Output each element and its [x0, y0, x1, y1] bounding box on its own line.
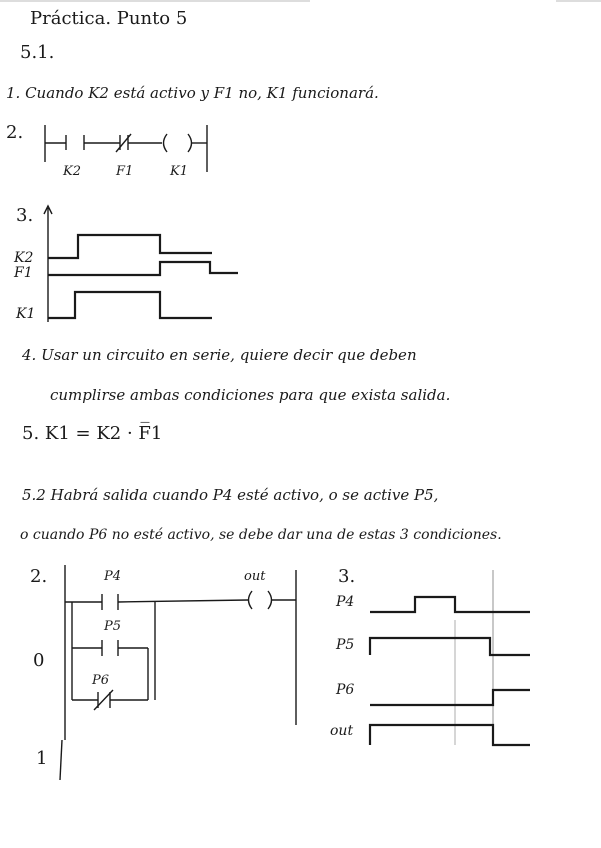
label-k2: K2: [13, 250, 33, 266]
section-heading: 5.1.: [20, 42, 55, 63]
timing-diagram-1: K2 F1 K1: [13, 204, 238, 322]
answer-5-equation: 5. K1 = K2 · F̅1: [22, 423, 163, 444]
coil-out: [247, 590, 253, 610]
answer-2-label: 2.: [6, 122, 24, 143]
scan-edge: [556, 0, 601, 2]
signal-p4: [370, 595, 530, 614]
label-p6: P6: [335, 682, 354, 698]
label-f1: F1: [13, 265, 33, 281]
scan-edge: [0, 0, 310, 2]
page-title: Práctica. Punto 5: [30, 8, 188, 29]
answer-1: 1. Cuando K2 está activo y F1 no, K1 fun…: [6, 84, 379, 102]
timing-diagram-2: P4 P5 P6 out: [330, 570, 530, 747]
arrow-icon: [43, 204, 53, 215]
label-p5: P5: [335, 637, 354, 653]
coil-k1: [162, 133, 168, 153]
answer-4-line1: 4. Usar un circuito en serie, quiere dec…: [22, 346, 417, 364]
ladder-diagram-1: K2 F1 K1: [44, 125, 208, 179]
signal-out: [368, 723, 530, 747]
section-2-line1: 5.2 Habrá salida cuando P4 esté activo, …: [22, 486, 439, 504]
signal-k1: [48, 290, 212, 320]
label-p4: P4: [335, 594, 354, 610]
label-p5: P5: [103, 619, 121, 634]
ladder-diagram-2: P4 P5 P6 out: [59, 565, 297, 781]
label-p6: P6: [91, 673, 109, 688]
signal-f1: [48, 260, 238, 277]
timing-2-label: 3.: [338, 566, 356, 587]
signal-p6: [370, 688, 530, 707]
signal-k2: [48, 233, 212, 260]
rail-mark-0: 0: [33, 650, 45, 671]
answer-3-label: 3.: [16, 205, 34, 226]
rail-mark-1: 1: [36, 748, 48, 769]
label-k1: K1: [169, 164, 188, 179]
label-out: out: [330, 723, 353, 739]
section-2-line2: o cuando P6 no esté activo, se debe dar …: [20, 527, 502, 543]
answer-4-line2: cumplirse ambas condiciones para que exi…: [50, 386, 451, 404]
label-k2: K2: [62, 164, 81, 179]
label-k1: K1: [15, 306, 35, 322]
label-out: out: [244, 569, 266, 584]
signal-p5: [368, 636, 530, 657]
label-p4: P4: [103, 569, 121, 584]
label-f1: F1: [115, 164, 133, 179]
ladder-2-label: 2.: [30, 566, 48, 587]
